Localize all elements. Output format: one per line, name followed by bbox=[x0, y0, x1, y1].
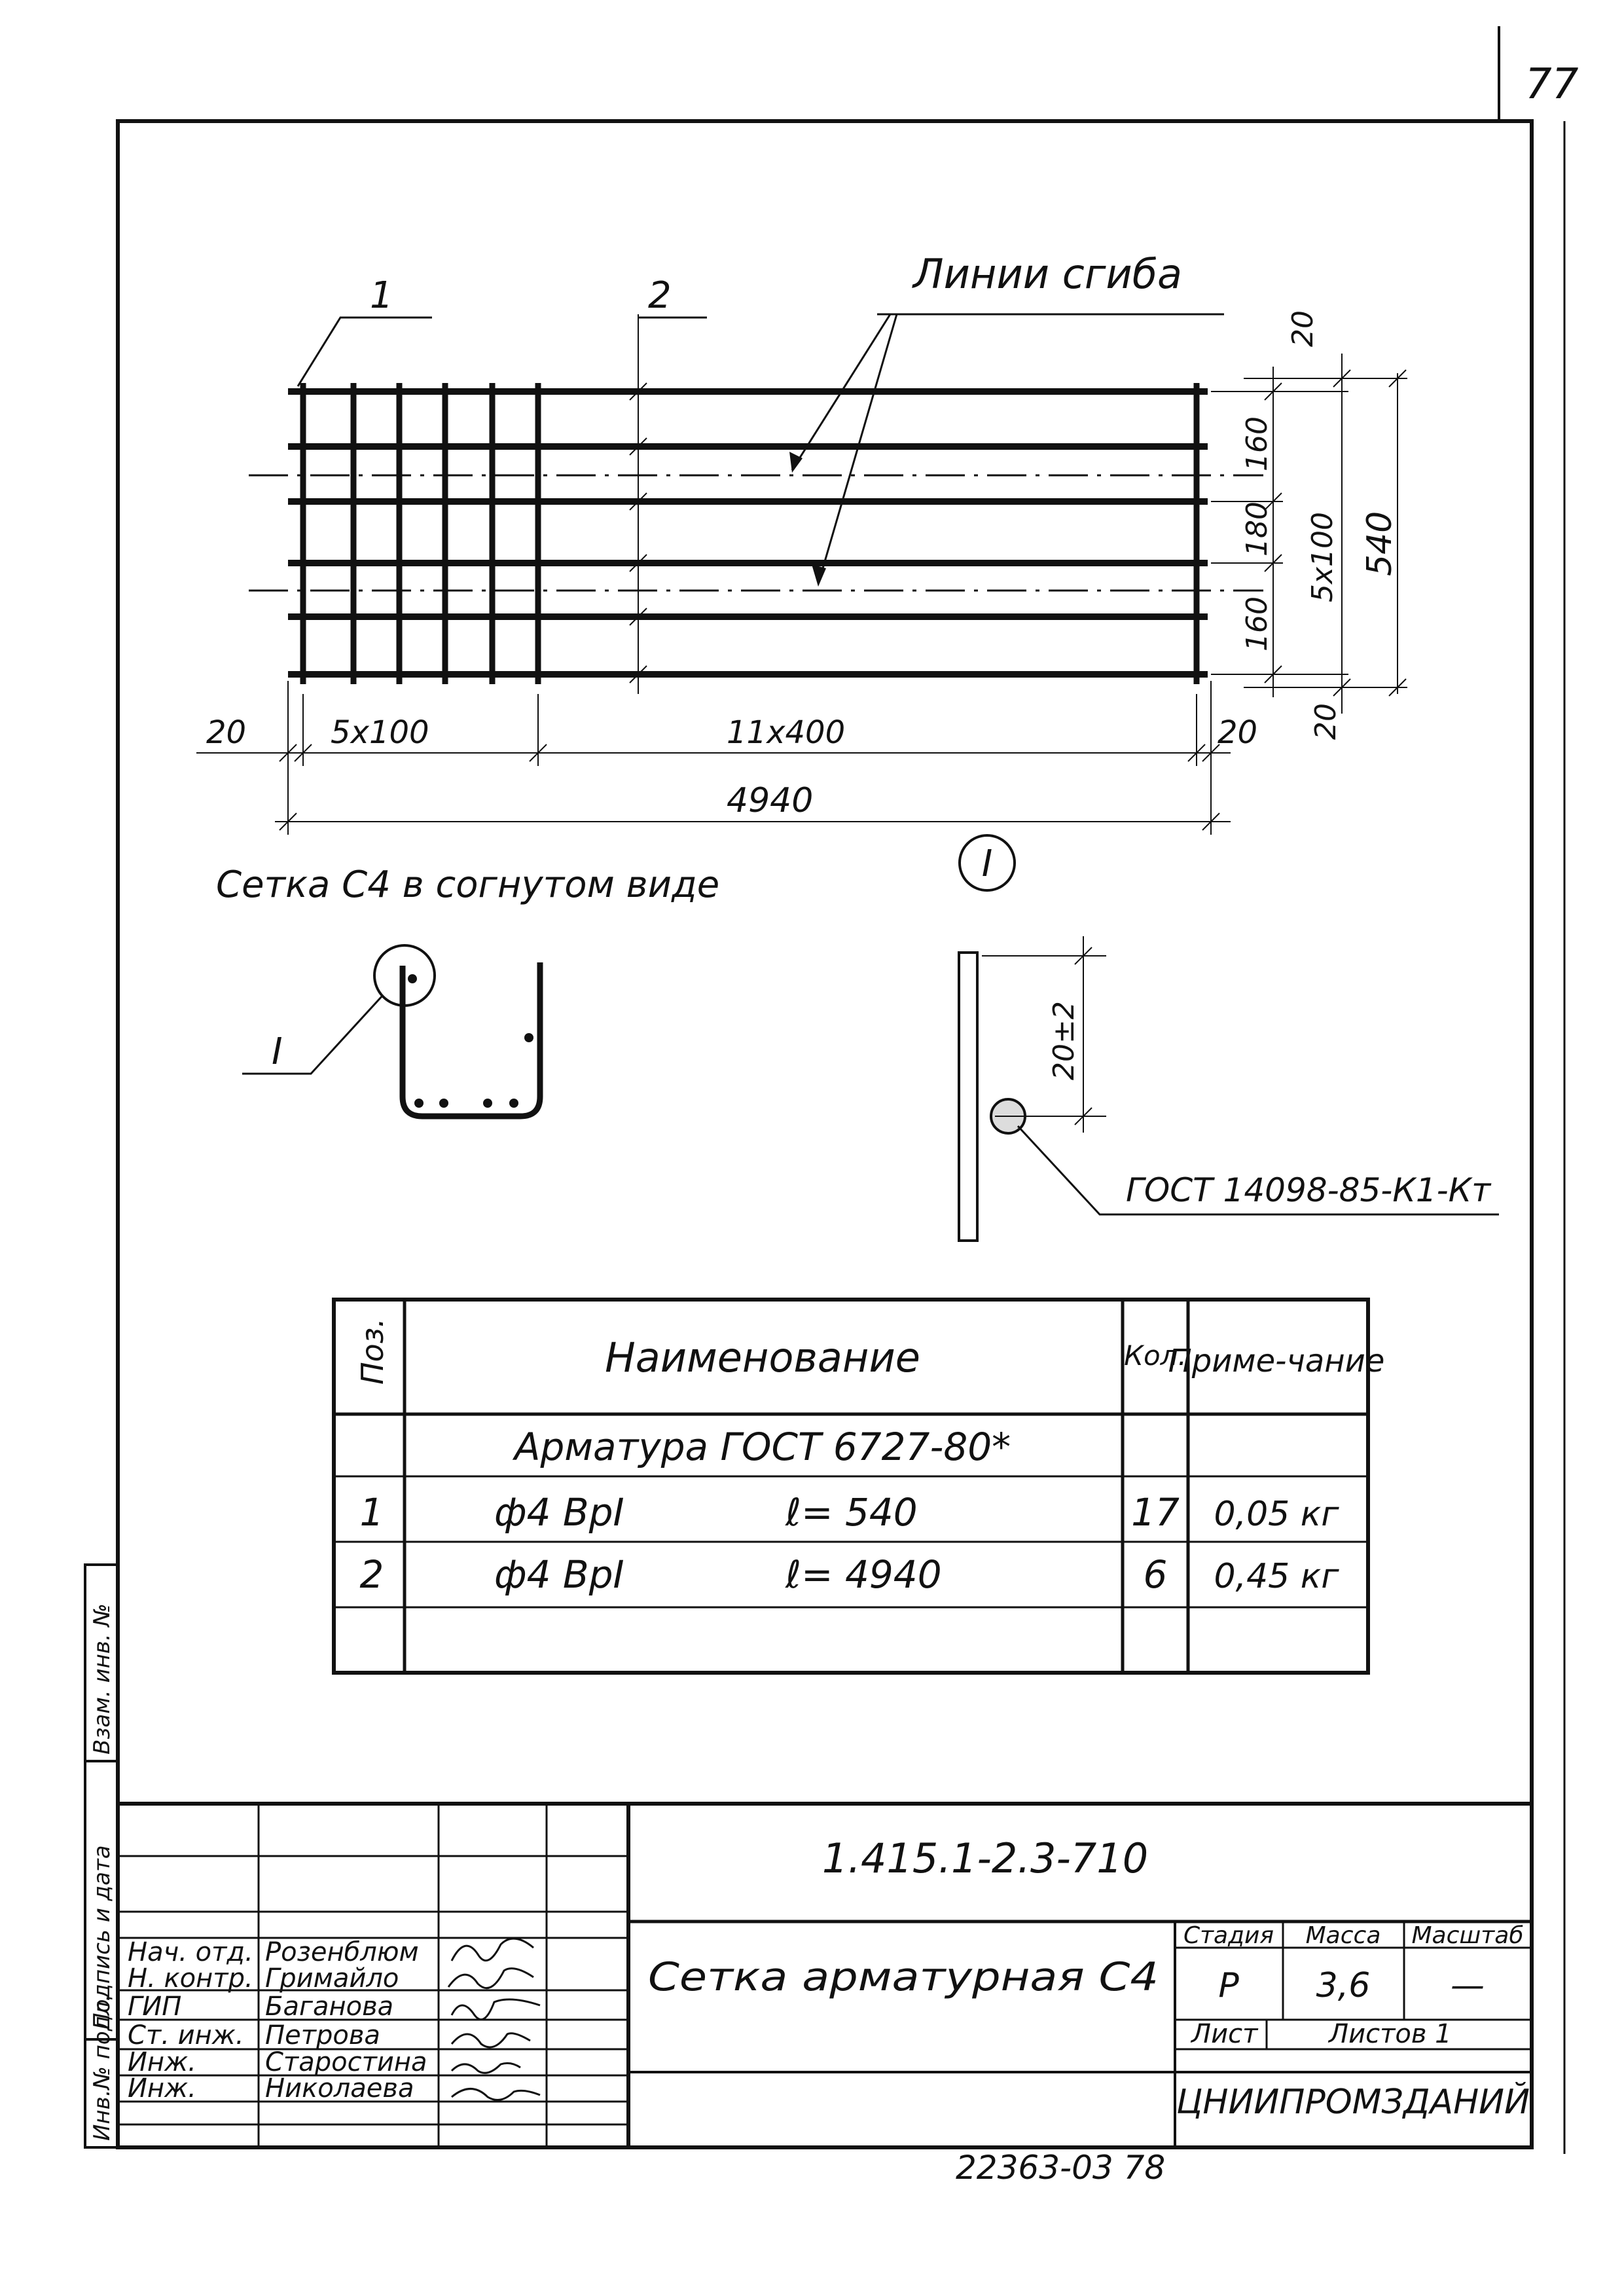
dim-right-20: 20 bbox=[1218, 714, 1257, 751]
spec-header-note: Приме-чание bbox=[1168, 1343, 1385, 1379]
spec-row-note: 0,45 кг bbox=[1214, 1557, 1339, 1596]
signature-mark bbox=[450, 1998, 541, 2021]
spec-row-2: 2 ф4 ВрI ℓ= 4940 6 0,45 кг bbox=[360, 1552, 1340, 1597]
spec-table: Поз. Наименование Кол. Приме-чание Армат… bbox=[332, 1298, 1385, 1675]
dim-160-top: 160 bbox=[1240, 416, 1274, 471]
spec-row-length: ℓ= 4940 bbox=[785, 1552, 942, 1597]
callout-1-leader bbox=[297, 316, 432, 387]
spec-row-1: 1 ф4 ВрI ℓ= 540 17 0,05 кг bbox=[360, 1490, 1340, 1535]
drawing-title: Сетка арматурная С4 bbox=[648, 1954, 1159, 2000]
staff-name: Баганова bbox=[265, 1992, 393, 2022]
node-marker-circle bbox=[958, 834, 1016, 892]
callout-1-label: 1 bbox=[370, 274, 393, 317]
scale-label: Масштаб bbox=[1411, 1922, 1523, 1949]
spec-row-pos: 2 bbox=[360, 1552, 384, 1597]
node-ref-leader bbox=[242, 994, 384, 1075]
stage-label: Стадия bbox=[1183, 1922, 1274, 1949]
dim-total-4940: 4940 bbox=[727, 781, 813, 820]
bend-arrow-1 bbox=[791, 314, 892, 471]
dim-top-20: 20 bbox=[1286, 310, 1320, 347]
mass-label: Масса bbox=[1306, 1922, 1381, 1949]
bend-lines-label: Линии сгиба bbox=[912, 250, 1182, 298]
staff-name: Петрова bbox=[265, 2020, 380, 2050]
dim-bottom-20: 20 bbox=[1309, 703, 1343, 740]
spec-header-pos: Поз. bbox=[355, 1318, 390, 1385]
spec-row-length: ℓ= 540 bbox=[785, 1490, 918, 1535]
spec-row-qty: 6 bbox=[1144, 1552, 1168, 1597]
stage-value: Р bbox=[1218, 1966, 1239, 2005]
longitudinal-bars bbox=[288, 388, 1208, 678]
spec-row-name: ф4 ВрI bbox=[494, 1552, 624, 1597]
position-2-ticks bbox=[629, 382, 647, 683]
spec-row-pos: 1 bbox=[360, 1490, 384, 1535]
mesh-plan-view bbox=[249, 314, 1263, 694]
dim-5x100-vertical: 5x100 bbox=[1306, 512, 1339, 602]
staff-role: Инж. bbox=[128, 2047, 196, 2077]
sheets-label: Листов 1 bbox=[1327, 2019, 1452, 2049]
staff-name: Гримайло bbox=[265, 1963, 399, 1994]
page-number: 77 bbox=[1525, 60, 1579, 109]
bottom-code: 22363-03 78 bbox=[956, 2149, 1165, 2187]
staff-name: Старостина bbox=[265, 2047, 427, 2077]
signature-mark bbox=[450, 2062, 521, 2074]
node-detail: I 20±2 ГОСТ 14098-85-К1-Кт bbox=[958, 834, 1499, 1242]
bottom-dimensions: 20 5x100 11x400 20 4940 bbox=[196, 681, 1257, 835]
sheet-frame bbox=[116, 119, 1534, 2149]
staff-role: Инж. bbox=[128, 2073, 196, 2104]
dim-160-bottom: 160 bbox=[1240, 596, 1274, 651]
staff-list: Нач. отд. Розенблюм Н. контр. Гримайло Г… bbox=[128, 1937, 427, 2104]
staff-name: Розенблюм bbox=[265, 1937, 419, 1967]
transverse-bars bbox=[300, 383, 1200, 684]
staff-role: ГИП bbox=[128, 1992, 181, 2022]
signature-mark bbox=[450, 1937, 534, 1962]
signature-mark bbox=[451, 2088, 541, 2101]
staff-role: Н. контр. bbox=[128, 1963, 253, 1994]
title-block: 1.415.1-2.3-710 Сетка арматурная С4 Стад… bbox=[118, 1802, 1532, 2147]
node-ref-circle bbox=[373, 944, 436, 1007]
spec-row-note: 0,05 кг bbox=[1214, 1495, 1339, 1534]
node-marker-label: I bbox=[982, 843, 993, 885]
dim-180: 180 bbox=[1240, 501, 1274, 556]
staff-name: Николаева bbox=[265, 2073, 414, 2104]
signature-mark bbox=[450, 2032, 531, 2049]
node-dim-label: 20±2 bbox=[1047, 1001, 1081, 1080]
node-bar-section bbox=[958, 951, 979, 1242]
spec-row-name: ф4 ВрI bbox=[494, 1490, 624, 1535]
side-stamp-replace-inv: Взам. инв. № bbox=[89, 1603, 115, 1755]
side-stamp-inv-no: Инв.№ подл. bbox=[89, 1994, 115, 2141]
dim-540: 540 bbox=[1360, 511, 1399, 576]
callout-2-label: 2 bbox=[648, 274, 672, 317]
spec-group-title: Арматура ГОСТ 6727-80* bbox=[512, 1425, 1011, 1469]
spec-row-qty: 17 bbox=[1131, 1490, 1180, 1535]
dim-left-20: 20 bbox=[206, 714, 246, 751]
spec-header-qty: Кол. bbox=[1124, 1339, 1187, 1372]
sheet-label: Лист bbox=[1190, 2019, 1259, 2049]
dim-11x400: 11x400 bbox=[727, 714, 845, 751]
bend-arrowhead-1 bbox=[789, 452, 803, 473]
bent-view-caption: Сетка С4 в согнутом виде bbox=[216, 864, 719, 906]
spec-header-name: Наименование bbox=[605, 1334, 920, 1381]
scale-value: — bbox=[1451, 1966, 1485, 2005]
bent-mesh-profile: I bbox=[242, 944, 543, 1120]
signatures bbox=[447, 1937, 541, 2101]
side-stamp-sign-date: Подпись и дата bbox=[89, 1845, 115, 2030]
weld-gost-label: ГОСТ 14098-85-К1-Кт bbox=[1126, 1171, 1492, 1209]
staff-role: Нач. отд. bbox=[128, 1937, 253, 1967]
organization: ЦНИИПРОМЗДАНИЙ bbox=[1176, 2082, 1530, 2122]
signature-mark bbox=[447, 1967, 534, 1990]
dim-5x100: 5x100 bbox=[331, 714, 429, 751]
staff-role: Ст. инж. bbox=[128, 2020, 244, 2050]
mass-value: 3,6 bbox=[1316, 1966, 1371, 2005]
doc-code: 1.415.1-2.3-710 bbox=[822, 1834, 1148, 1882]
side-stamp: Инв.№ подл. Подпись и дата Взам. инв. № bbox=[84, 1563, 119, 2149]
bend-arrowhead-2 bbox=[812, 564, 826, 587]
node-ref-label: I bbox=[272, 1030, 283, 1073]
right-dimensions: 20 160 180 160 5x100 540 20 bbox=[1211, 310, 1407, 740]
bend-arrow-2 bbox=[817, 314, 898, 585]
weld-leader bbox=[1017, 1125, 1499, 1216]
